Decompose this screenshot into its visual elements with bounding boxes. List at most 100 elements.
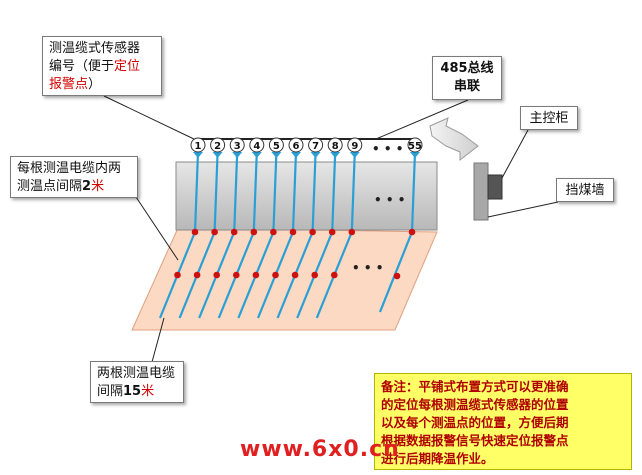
sensor-badge-1: [190, 137, 206, 153]
sensor-number-line3: 报警点）: [49, 76, 155, 94]
sensor-head-9: [349, 152, 360, 158]
measure-point-top-5: [270, 228, 277, 236]
ellipsis-floor: • • •: [352, 261, 383, 275]
measure-point-mid-3: [213, 271, 220, 279]
point-spacing-line2a: 测温点间隔: [17, 179, 83, 194]
cable-vertical-1: [193, 151, 200, 233]
measure-point-mid-2: [193, 271, 201, 279]
sensor-number-5: 5: [273, 141, 280, 152]
ellipsis-top: • • •: [372, 142, 403, 156]
measure-point-top-6: [289, 228, 297, 236]
sensor-head-3: [232, 152, 243, 158]
sensor-head-4: [251, 152, 262, 158]
measure-point-mid-6: [272, 271, 279, 279]
cable-vertical-55: [410, 151, 417, 233]
sensor-badge-3: [229, 137, 245, 153]
sensor-number-2: 2: [214, 141, 221, 152]
sensor-head-6: [291, 152, 301, 158]
cable-vertical-4: [252, 151, 258, 233]
cabinet-wall: [473, 162, 489, 221]
sensor-badge-7: [308, 137, 324, 153]
sensor-head-2: [212, 152, 223, 158]
cabinet-box: [487, 174, 503, 200]
measure-point-top-7: [309, 228, 316, 236]
cable-group: [158, 151, 417, 319]
sensor-badge-4: [249, 137, 265, 153]
sensor-number-line1: 测温缆式传感器: [49, 41, 141, 56]
sensor-group: 1 2 3 4 5 6 7 8 9 55: [190, 137, 423, 158]
sensor-number-line3a: 报警点: [49, 77, 89, 92]
sensor-badge-55: [407, 137, 423, 153]
cable-vertical-2: [213, 151, 219, 233]
cabinet-leader: [501, 129, 529, 179]
measure-point-top-3: [230, 228, 238, 236]
ellipsis-box: • • •: [374, 193, 405, 207]
point-spacing-value: 2: [82, 179, 92, 194]
sensor-badge-6: [288, 137, 304, 153]
measure-point-mid-9: [331, 271, 338, 279]
transfer-arrow: [429, 117, 479, 162]
floor-area: [131, 227, 438, 331]
coal-wall-label: 挡煤墙: [565, 183, 605, 198]
measure-point-mid-7: [291, 271, 299, 279]
sensor-badge-5: [268, 137, 284, 153]
sensor-number-callout: 测温缆式传感器 编号（便于定位 报警点）: [42, 36, 162, 96]
note-line3: 以及每个测温点的位置，方便后期: [381, 415, 569, 430]
sensor-number-3: 3: [234, 141, 241, 152]
sensor-badge-9: [347, 137, 363, 153]
cable-spacing-line2a: 间隔: [97, 384, 124, 399]
cable-vertical-5: [272, 151, 278, 233]
sensor-number-9: 9: [351, 141, 358, 152]
cable-vertical-8: [331, 151, 337, 233]
sensor-head-5: [271, 152, 282, 158]
measure-point-top-4: [250, 228, 258, 236]
sensor-number-8: 8: [332, 141, 339, 152]
point-spacing-callout: 每根测温电缆内两 测温点间隔2米: [10, 156, 138, 198]
note-line1: 备注：平铺式布置方式可以更准确: [381, 379, 569, 394]
bus-label-line1: 485总线: [440, 61, 494, 76]
main-cabinet-callout: 主控柜: [520, 106, 578, 130]
cable-spacing-line2: 间隔15米: [97, 383, 177, 401]
watermark: www.6x0.cn: [240, 437, 400, 462]
wall-leader: [487, 201, 559, 218]
bus-leader: [375, 99, 469, 140]
measure-point-top-2: [211, 228, 218, 236]
point-spacing-unit: 米: [91, 179, 105, 194]
remark-note: 备注：平铺式布置方式可以更准确 的定位每根测温缆式传感器的位置 以及每个测温点的…: [374, 373, 632, 470]
sensor-head-7: [310, 152, 321, 158]
point-spacing-line1: 每根测温电缆内两: [17, 161, 122, 176]
point-spacing-line2: 测温点间隔2米: [17, 178, 131, 196]
sensor-number-line2: 编号（便于定位: [49, 58, 155, 76]
sensor-number-6: 6: [293, 141, 300, 152]
measure-point-top-8: [328, 228, 336, 236]
sensor-leader: [103, 95, 197, 141]
sensor-number-line2a: 编号（便于: [49, 59, 115, 74]
note-line2: 的定位每根测温缆式传感器的位置: [381, 397, 569, 412]
cable-vertical-9: [350, 151, 356, 233]
sensor-number-1: 1: [195, 141, 202, 152]
sensor-badge-2: [210, 137, 226, 153]
bus-callout: 485总线 串联: [432, 56, 502, 100]
coal-wall-callout: 挡煤墙: [556, 178, 614, 202]
sensor-number-7: 7: [312, 141, 319, 152]
bus-label-line2: 串联: [453, 79, 480, 94]
cable-spacing-callout: 两根测温电缆 间隔15米: [90, 361, 184, 403]
cable-floor-55: [378, 231, 414, 313]
cable-spacing-unit: 米: [141, 384, 155, 399]
measure-point-top-1: [191, 228, 199, 236]
sensor-number-line2b: 定位: [114, 59, 141, 74]
measure-point-mid-55: [393, 272, 401, 280]
cable-vertical-6: [291, 151, 298, 233]
measure-point-top-9: [348, 228, 356, 236]
sensor-number-line3b: ）: [88, 77, 102, 92]
cable-spacing-line1: 两根测温电缆: [97, 366, 176, 381]
measure-point-mid-1: [174, 271, 181, 279]
sensor-head-1: [193, 152, 203, 158]
sensor-head-55: [410, 152, 420, 158]
sensor-number-55: 55: [408, 141, 422, 152]
measure-point-mid-5: [252, 271, 260, 279]
note-line5: 进行后期降温作业。: [381, 451, 494, 466]
sensor-number-4: 4: [253, 141, 260, 152]
measure-point-mid-8: [311, 271, 319, 279]
